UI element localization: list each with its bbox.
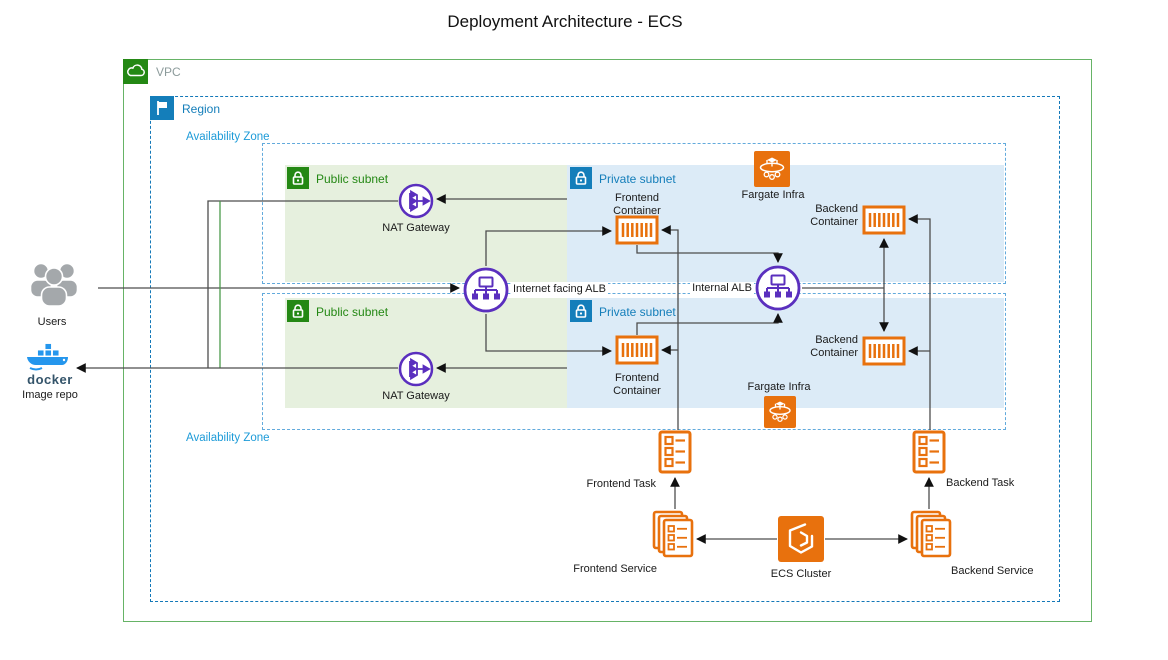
frontend-service-icon: [652, 510, 696, 560]
fargate-infra-1-label: Fargate Infra: [741, 189, 805, 201]
backend-service-label: Backend Service: [951, 565, 1034, 577]
ecs-cluster-icon: [778, 516, 824, 562]
nat-gateway-2-label: NAT Gateway: [382, 390, 450, 402]
fargate-infra-2-icon: [764, 396, 796, 428]
public-subnet-1-label: Public subnet: [316, 172, 389, 186]
backend-container-1-icon: [862, 205, 906, 235]
vpc-icon: [123, 59, 148, 84]
users-label: Users: [37, 316, 67, 328]
frontend-container-2-label: Frontend Container: [613, 372, 661, 397]
backend-task-icon: [912, 430, 946, 474]
fargate-infra-1-icon: [754, 151, 790, 187]
ecs-cluster-label: ECS Cluster: [770, 568, 832, 580]
frontend-container-1-label: Frontend Container: [613, 192, 661, 217]
internal-alb-icon: [755, 265, 801, 311]
vpc-group-border: [123, 59, 1092, 622]
frontend-service-label: Frontend Service: [573, 563, 657, 575]
public-subnet-1-lock-icon: [287, 167, 309, 189]
region-flag-icon: [150, 96, 174, 120]
private-subnet-1-label: Private subnet: [599, 172, 676, 186]
internet-facing-alb-icon: [463, 267, 509, 313]
backend-service-icon: [910, 510, 954, 560]
public-subnet-2-lock-icon: [287, 300, 309, 322]
internal-alb-label: Internal ALB: [690, 282, 754, 294]
availability-zone-1-label: Availability Zone: [186, 131, 270, 143]
frontend-container-2-icon: [615, 335, 659, 365]
vpc-label: VPC: [156, 65, 181, 79]
nat-gateway-1-icon: [398, 183, 434, 219]
region-group-border: [150, 96, 1060, 602]
internet-facing-alb-label: Internet facing ALB: [511, 283, 608, 295]
region-label: Region: [182, 102, 221, 116]
backend-container-2-icon: [862, 336, 906, 366]
private-subnet-1-lock-icon: [570, 167, 592, 189]
docker-wordmark: docker: [27, 372, 73, 387]
backend-container-1-label: Backend Container: [810, 203, 858, 228]
diagram-title: Deployment Architecture - ECS: [447, 12, 683, 31]
frontend-task-icon: [658, 430, 692, 474]
nat-gateway-2-icon: [398, 351, 434, 387]
availability-zone-2-label: Availability Zone: [186, 432, 270, 444]
frontend-task-label: Frontend Task: [586, 478, 656, 490]
image-repo-label: Image repo: [22, 389, 78, 401]
docker-icon: [24, 342, 76, 374]
public-subnet-2-label: Public subnet: [316, 305, 389, 319]
private-subnet-2-lock-icon: [570, 300, 592, 322]
backend-container-2-label: Backend Container: [810, 334, 858, 359]
backend-task-label: Backend Task: [946, 477, 1015, 489]
fargate-infra-2-label: Fargate Infra: [747, 381, 811, 393]
private-subnet-2-label: Private subnet: [599, 305, 676, 319]
frontend-container-1-icon: [615, 215, 659, 245]
users-icon: [26, 260, 82, 310]
nat-gateway-1-label: NAT Gateway: [382, 222, 450, 234]
